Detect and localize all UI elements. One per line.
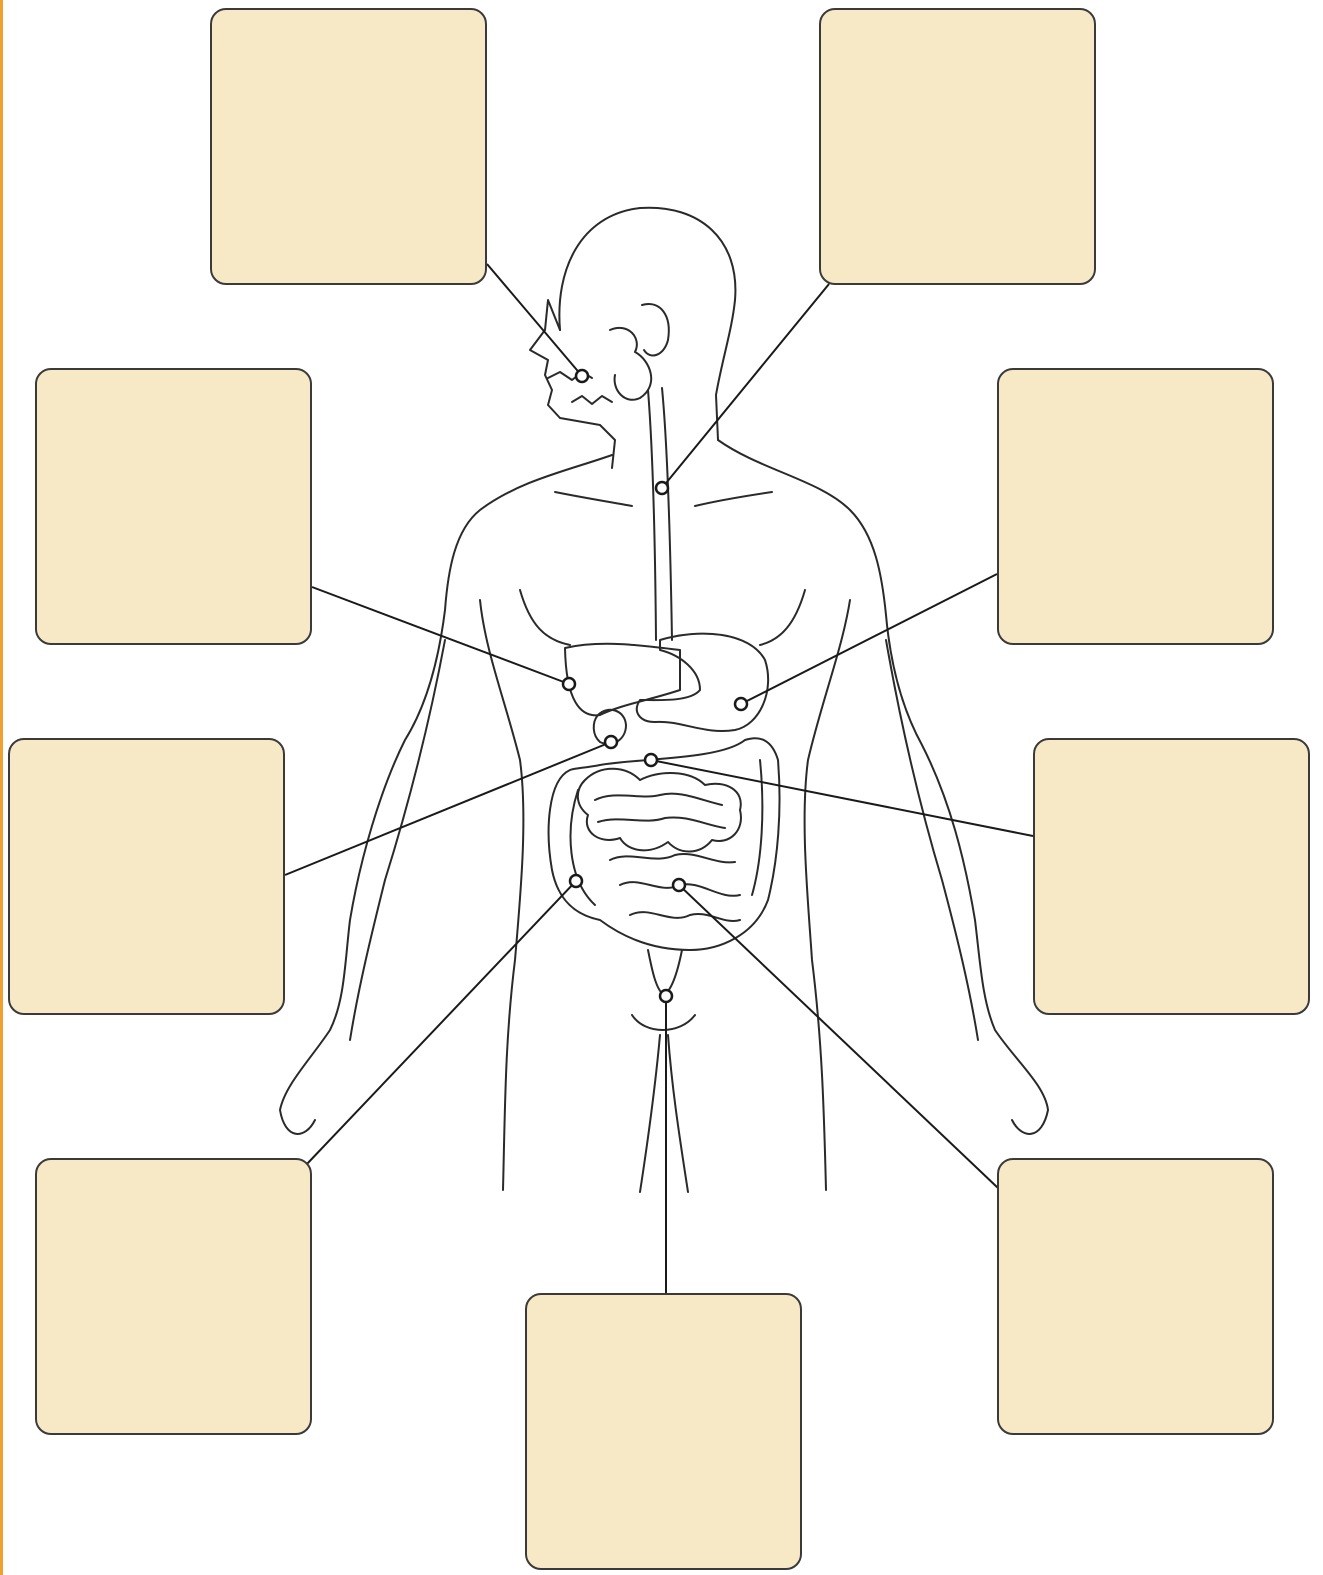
- ear: [642, 304, 669, 355]
- label-text: [1035, 740, 1308, 1013]
- leader-mouth: [487, 264, 582, 376]
- large-intestine-inner: [571, 760, 763, 905]
- esophagus-wall: [662, 388, 672, 640]
- liver: [565, 644, 680, 716]
- stomach: [637, 634, 768, 731]
- label-text: [527, 1295, 800, 1568]
- label-box-rectum[interactable]: [525, 1293, 802, 1570]
- label-box-gallbladder[interactable]: [8, 738, 285, 1015]
- chest-left: [520, 590, 570, 645]
- label-text: [37, 370, 310, 643]
- leg-inner-right: [668, 1035, 688, 1192]
- inner-arm-right: [886, 640, 978, 1040]
- pointer-esophagus: [656, 482, 668, 494]
- shoulders: [280, 455, 612, 1134]
- pointer-rectum: [660, 990, 672, 1002]
- leader-stomach: [741, 574, 997, 704]
- pointer-pancreas: [645, 754, 657, 766]
- face-profile: [530, 300, 615, 468]
- teeth-lower: [572, 396, 612, 404]
- label-box-small-intestine[interactable]: [997, 1158, 1274, 1435]
- pointer-gallbladder: [605, 736, 617, 748]
- label-box-large-intestine[interactable]: [35, 1158, 312, 1435]
- pointer-large-intestine: [570, 875, 582, 887]
- leader-large-intestine: [306, 881, 576, 1165]
- leader-esophagus: [662, 284, 829, 488]
- pointer-stomach: [735, 698, 747, 710]
- chest-right: [760, 590, 805, 645]
- pointer-mouth: [576, 370, 588, 382]
- label-box-liver[interactable]: [35, 368, 312, 645]
- torso-left: [480, 600, 523, 1190]
- label-box-mouth[interactable]: [210, 8, 487, 285]
- label-box-stomach[interactable]: [997, 368, 1274, 645]
- esophagus: [648, 390, 656, 640]
- leader-liver: [312, 587, 569, 684]
- leader-gallbladder: [285, 742, 611, 875]
- pointer-small-intestine: [673, 879, 685, 891]
- leader-small-intestine: [679, 885, 998, 1188]
- label-text: [37, 1160, 310, 1433]
- small-intestine: [578, 769, 741, 852]
- label-box-pancreas[interactable]: [1033, 738, 1310, 1015]
- collarbone-left: [555, 492, 632, 506]
- small-intestine-loops: [595, 794, 740, 921]
- leg-inner-left: [640, 1035, 660, 1192]
- jaw-gland: [610, 328, 651, 400]
- inner-arm-left: [350, 640, 445, 1040]
- rectum: [648, 950, 682, 995]
- label-text: [821, 10, 1094, 283]
- label-box-esophagus[interactable]: [819, 8, 1096, 285]
- groin: [632, 1015, 695, 1030]
- label-text: [212, 10, 485, 283]
- pointer-liver: [563, 678, 575, 690]
- label-text: [999, 1160, 1272, 1433]
- collarbone-right: [695, 492, 772, 506]
- label-text: [10, 740, 283, 1013]
- label-text: [999, 370, 1272, 643]
- head-outline: [559, 208, 735, 440]
- torso-right: [805, 600, 850, 1190]
